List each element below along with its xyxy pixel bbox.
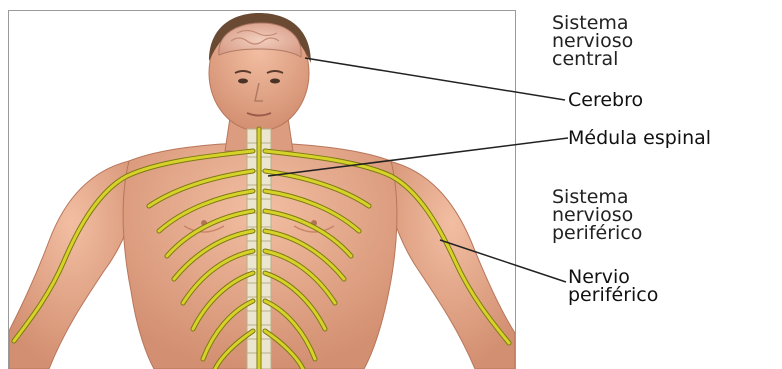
right-arm <box>389 161 515 369</box>
peripheral-system-label: Sistema nervioso periférico <box>552 188 642 242</box>
human-body-figure <box>9 11 515 369</box>
peripheral-system-line-3: periférico <box>552 224 642 242</box>
central-system-line-3: central <box>552 50 633 68</box>
anatomy-illustration <box>8 10 516 369</box>
brain-label: Cerebro <box>568 91 643 109</box>
spinal-cord-label: Médula espinal <box>568 129 711 147</box>
peripheral-nerve-line-2: periférico <box>568 286 658 304</box>
left-eye <box>238 79 248 84</box>
left-arm <box>9 161 134 369</box>
central-system-label: Sistema nervioso central <box>552 14 633 68</box>
right-eye <box>270 79 280 84</box>
peripheral-nerve-label: Nervio periférico <box>568 268 658 304</box>
